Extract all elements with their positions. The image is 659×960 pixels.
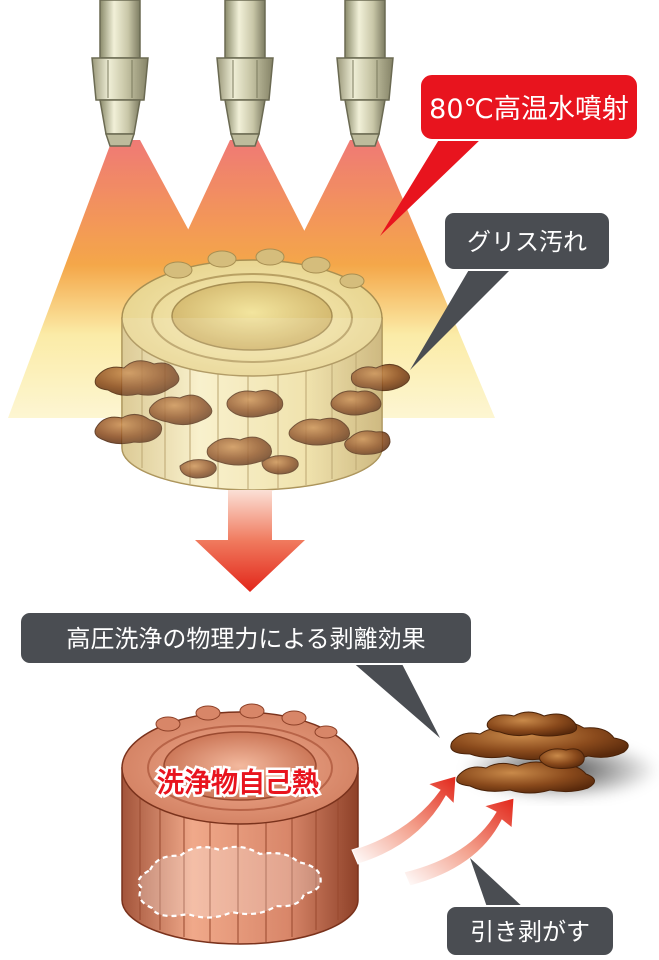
hot-water-label: 80℃高温水噴射 <box>429 94 629 125</box>
physical-force-label: 高圧洗浄の物理力による剥離効果 <box>66 625 425 653</box>
curved-arrow-icon <box>351 775 457 865</box>
grease-callout: グリス汚れ <box>410 211 611 370</box>
nozzle-icon <box>336 0 394 147</box>
workpiece-before <box>121 248 383 491</box>
hot-water-callout: 80℃高温水噴射 <box>380 73 639 236</box>
workpiece-after: 洗浄物自己熱 <box>121 703 359 945</box>
self-heat-label: 洗浄物自己熱 <box>157 767 319 799</box>
grease-dirt <box>94 360 410 479</box>
peel-off-callout: 引き剥がす <box>445 858 615 957</box>
peel-off-label: 引き剥がす <box>470 918 590 946</box>
peeled-grease <box>450 711 658 800</box>
physical-force-callout: 高圧洗浄の物理力による剥離効果 <box>19 611 473 738</box>
water-sheen <box>122 318 382 490</box>
grease-label: グリス汚れ <box>467 228 587 256</box>
nozzle-icon <box>91 0 149 147</box>
curved-arrow-icon <box>403 797 515 887</box>
removed-grease-outline <box>137 845 322 919</box>
nozzle-icon <box>216 0 274 147</box>
down-arrow-icon <box>195 490 305 592</box>
